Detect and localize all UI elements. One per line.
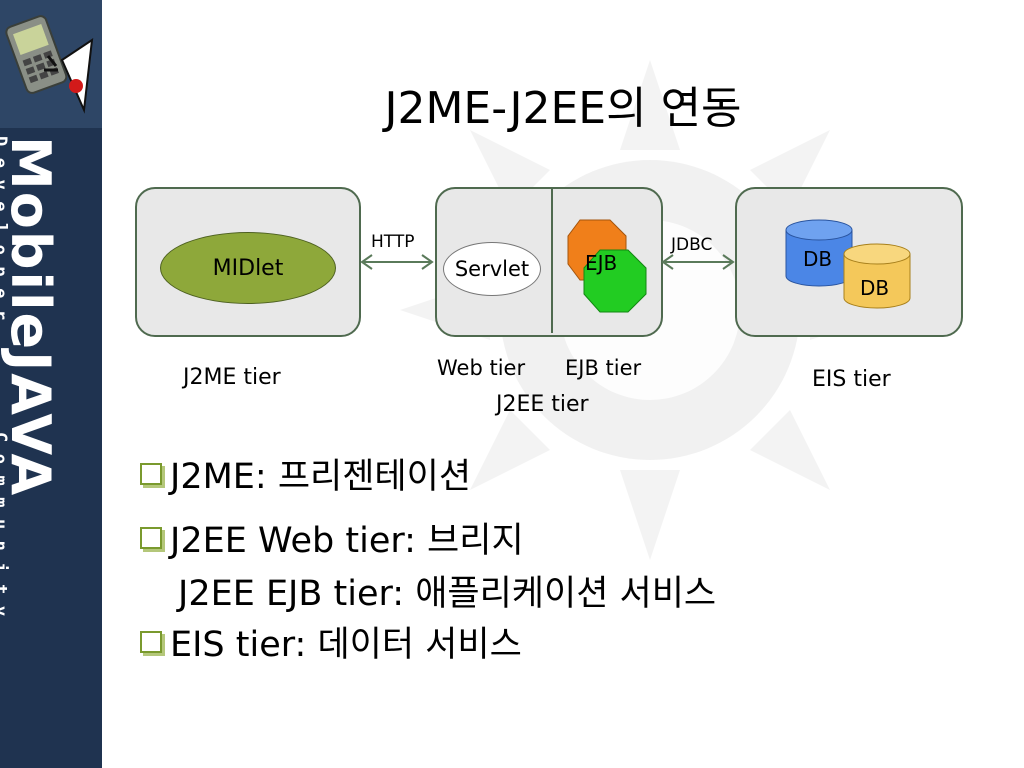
servlet-label: Servlet — [454, 257, 530, 281]
jdbc-arrow — [661, 254, 735, 270]
database-icon — [843, 243, 911, 309]
db1-label: DB — [803, 247, 833, 271]
java-logo — [0, 0, 102, 128]
sidebar: MobileJAVA Developer Community — [0, 0, 102, 768]
page-title: J2ME-J2EE의 연동 — [384, 83, 742, 134]
square-bullet-icon — [140, 463, 162, 485]
http-arrow — [360, 254, 434, 270]
j2me-tier-label: J2ME tier — [183, 365, 281, 390]
db2-label: DB — [860, 276, 890, 300]
ejb-tier-label: EJB tier — [565, 356, 642, 380]
eis-tier-label: EIS tier — [812, 367, 891, 392]
http-label: HTTP — [371, 232, 415, 252]
bullet-item: J2EE Web tier: 브리지 — [140, 512, 524, 563]
web-tier-label: Web tier — [437, 356, 526, 380]
midlet-label: MIDlet — [212, 255, 284, 281]
ejb-label: EJB — [585, 251, 618, 275]
j2ee-divider — [551, 189, 553, 333]
bullet-item: EIS tier: 데이터 서비스 — [140, 616, 522, 667]
servlet-node: Servlet — [443, 242, 541, 296]
jdbc-label: JDBC — [671, 235, 713, 255]
midlet-node: MIDlet — [160, 232, 336, 304]
square-bullet-icon — [140, 527, 162, 549]
bullet-item: J2ME: 프리젠테이션 — [140, 448, 471, 499]
ejb-node — [567, 219, 647, 313]
bullet-item-continuation: J2EE EJB tier: 애플리케이션 서비스 — [178, 574, 717, 614]
j2ee-tier-label: J2EE tier — [496, 392, 589, 417]
square-bullet-icon — [140, 631, 162, 653]
database-icon — [785, 219, 853, 287]
eis-tier-box — [735, 187, 963, 337]
